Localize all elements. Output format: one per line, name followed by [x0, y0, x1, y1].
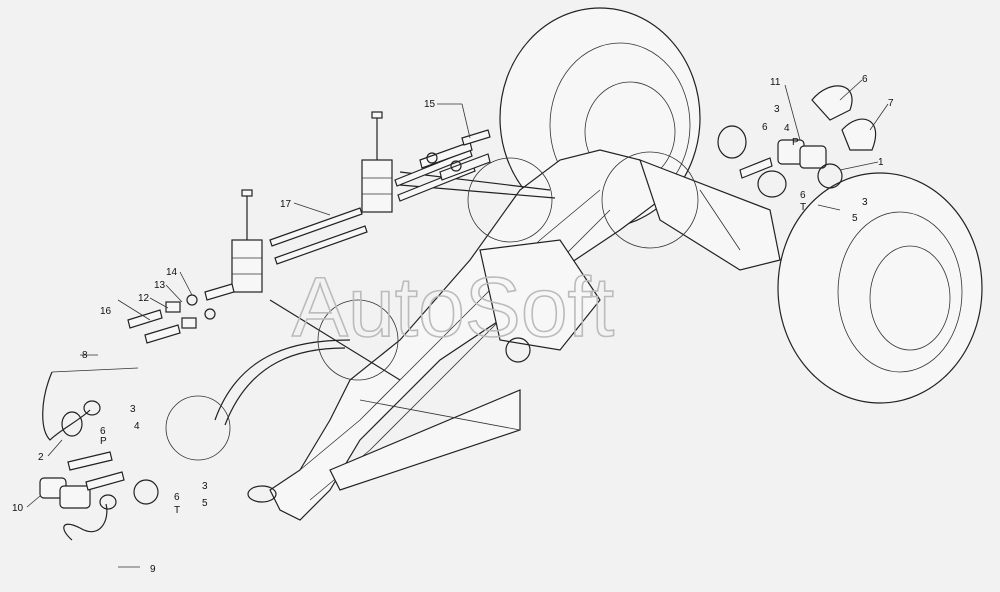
callout-10: 10 — [12, 503, 24, 514]
callout-3: 3 — [774, 104, 780, 115]
coupler-assembly-right — [717, 85, 877, 198]
callout-4: 4 — [134, 421, 140, 432]
fittings-top — [419, 129, 491, 181]
callout-6: 6 — [100, 426, 106, 437]
clamp-block-left — [231, 189, 263, 293]
callout-labels: 1 2 3 3 3 3 4 4 5 5 6 6 6 6 6 7 8 9 10 1… — [12, 74, 894, 575]
port-label-t: T — [800, 202, 806, 213]
callout-6: 6 — [174, 492, 180, 503]
front-wheel-right — [777, 172, 983, 404]
leader-lines — [26, 79, 889, 568]
callout-4: 4 — [784, 123, 790, 134]
callout-15: 15 — [424, 99, 436, 110]
callout-6: 6 — [762, 122, 768, 133]
fittings-left — [127, 283, 235, 344]
callout-11: 11 — [770, 77, 781, 88]
callout-17: 17 — [280, 199, 292, 210]
callout-3: 3 — [130, 404, 136, 415]
port-label-t: T — [174, 505, 180, 516]
pipes-17 — [269, 149, 476, 265]
port-label-p: P — [792, 137, 799, 148]
callout-14: 14 — [166, 267, 178, 278]
callout-7: 7 — [888, 98, 894, 109]
callout-1: 1 — [878, 157, 884, 168]
detail-circles — [165, 151, 699, 461]
callout-3: 3 — [862, 197, 868, 208]
watermark-text: AutoSoft — [292, 260, 614, 354]
callout-6: 6 — [800, 190, 806, 201]
callout-16: 16 — [100, 306, 112, 317]
callout-13: 13 — [154, 280, 166, 291]
port-label-p: P — [100, 436, 107, 447]
callout-5: 5 — [202, 498, 208, 509]
callout-6: 6 — [862, 74, 868, 85]
callout-2: 2 — [38, 452, 44, 463]
callout-5: 5 — [852, 213, 858, 224]
callout-3: 3 — [202, 481, 208, 492]
tractor-frame — [247, 149, 781, 521]
callout-8: 8 — [82, 350, 88, 361]
callout-9: 9 — [150, 564, 156, 575]
callout-12: 12 — [138, 293, 150, 304]
coupler-assembly-left — [39, 371, 159, 541]
clamp-block-right — [361, 111, 393, 213]
